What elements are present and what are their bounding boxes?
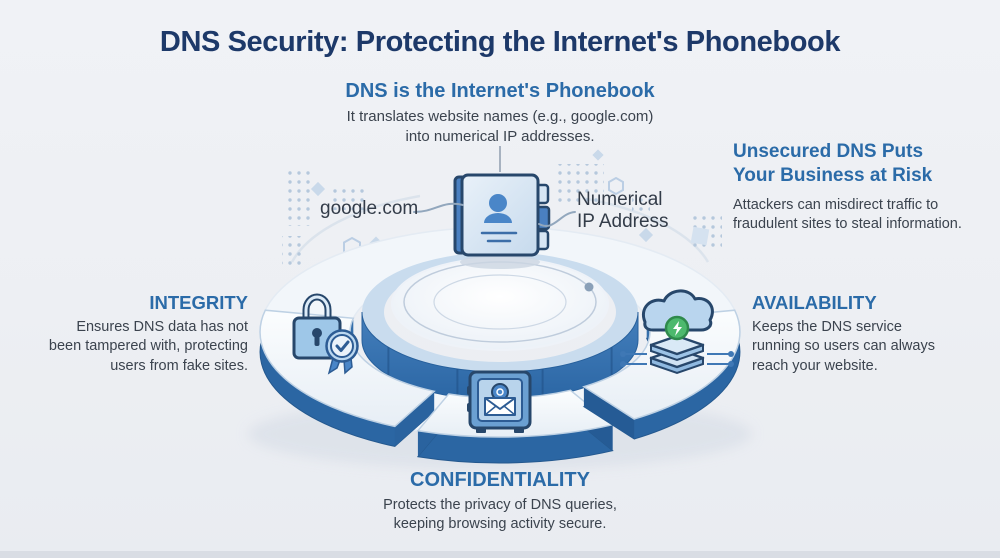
risk-section: Unsecured DNS Puts Your Business at Risk…: [733, 140, 978, 234]
vault-envelope-icon: [467, 370, 532, 433]
page-title: DNS Security: Protecting the Internet's …: [159, 26, 841, 58]
background-decorations: [282, 149, 722, 266]
domain-name-label: google.com: [320, 198, 419, 219]
pillar-integrity: INTEGRITY Ensures DNS data has not been …: [20, 292, 248, 376]
bottom-edge-strip: [0, 551, 1000, 558]
square-shape: [690, 226, 710, 246]
dot-grid: [632, 196, 650, 214]
intro-section: DNS is the Internet's Phonebook It trans…: [290, 80, 710, 147]
dot-grid: [556, 164, 604, 204]
integrity-heading: INTEGRITY: [149, 292, 248, 313]
connector-google-to-book: [413, 202, 464, 213]
cloud-uptime-icon: [620, 289, 734, 375]
intro-body: It translates website names (e.g., googl…: [346, 108, 654, 145]
lock-certificate-icon: [292, 293, 359, 375]
confidentiality-heading: CONFIDENTIALITY: [410, 469, 590, 491]
dot-grid: [282, 236, 302, 266]
intro-heading: DNS is the Internet's Phonebook: [345, 80, 655, 102]
dot-grid: [328, 184, 368, 210]
confidentiality-body: Protects the privacy of DNS queries, kee…: [383, 497, 617, 533]
orbit-node-dot: [584, 282, 594, 292]
orbit-ring-inner: [433, 274, 567, 330]
pillar-availability: AVAILABILITY Keeps the DNS service runni…: [752, 292, 967, 376]
risk-body: Attackers can misdirect traffic to fraud…: [733, 197, 962, 232]
contact-avatar: [489, 194, 507, 212]
integrity-body: Ensures DNS data has not been tampered w…: [48, 319, 248, 374]
availability-body: Keeps the DNS service running so users c…: [752, 319, 935, 374]
certificate-badge: [325, 329, 359, 375]
inner-ring: [361, 252, 639, 401]
dot-grid: [288, 166, 314, 226]
risk-heading: Unsecured DNS Puts Your Business at Risk: [733, 141, 933, 186]
phonebook-icon: [453, 173, 551, 257]
connector-book-to-ip: [538, 211, 576, 227]
availability-heading: AVAILABILITY: [752, 292, 877, 313]
ip-address-label: Numerical IP Address: [577, 189, 669, 233]
circuit-lines: [625, 353, 729, 365]
circuit-dots: [620, 351, 734, 367]
pillar-confidentiality: CONFIDENTIALITY Protects the privacy of …: [310, 469, 690, 535]
book-shadow: [460, 255, 540, 269]
center-platform: [391, 257, 609, 351]
